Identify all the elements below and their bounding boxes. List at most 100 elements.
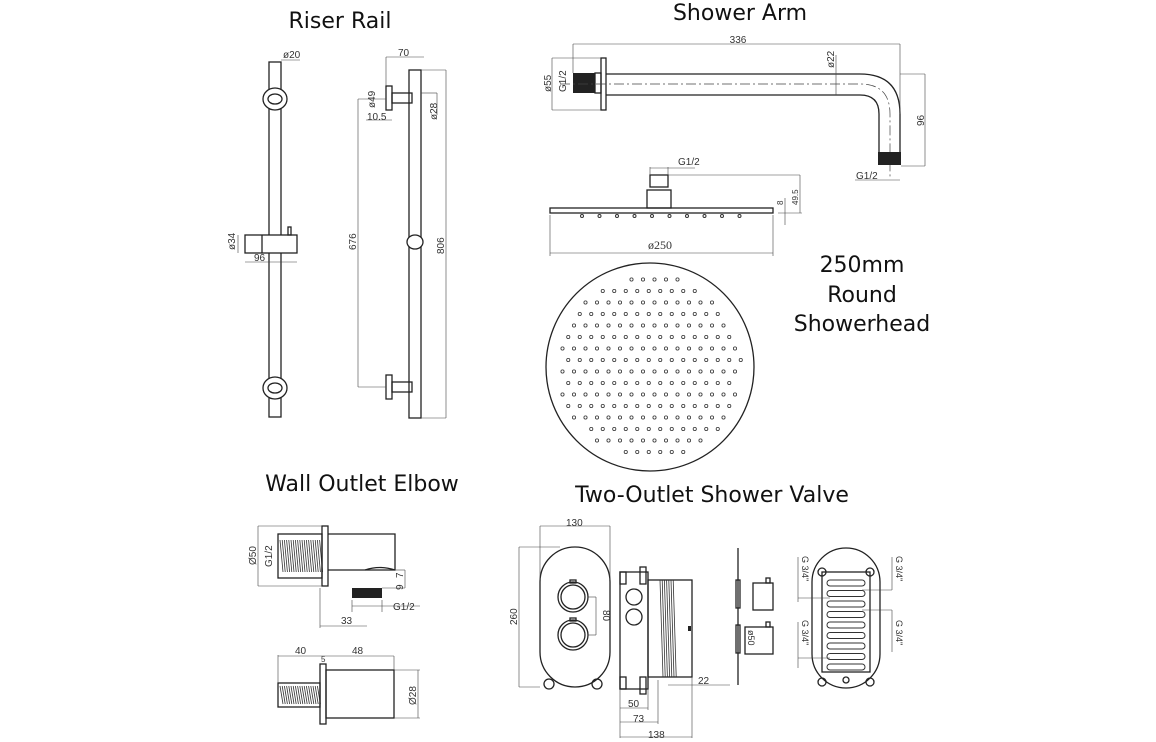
valve-side-body	[619, 566, 730, 738]
nozzle-dot	[675, 346, 680, 351]
nozzle-dot	[595, 438, 600, 443]
nozzle-dot	[595, 415, 600, 420]
thread-line	[292, 539, 297, 573]
slot	[826, 653, 866, 660]
nozzle-dot	[635, 334, 640, 339]
nozzle-dot	[727, 357, 732, 362]
nozzle-dot	[675, 438, 680, 443]
nozzle-dot	[733, 369, 738, 374]
nozzle-dot	[612, 426, 617, 431]
nozzle-dot	[721, 415, 726, 420]
nozzle-dot	[687, 323, 692, 328]
nozzle-dot	[623, 357, 628, 362]
nozzle-dot	[583, 369, 588, 374]
nozzle-dot	[669, 380, 674, 385]
valve-g34-top-right: G 3/4"	[894, 556, 904, 581]
nozzle-dot	[635, 449, 640, 454]
nozzle-dot	[606, 438, 611, 443]
thread-line	[310, 539, 315, 573]
nozzle-dot	[681, 426, 686, 431]
nozzle-dot	[687, 346, 692, 351]
nozzle-dot	[698, 346, 703, 351]
thread-line	[288, 685, 293, 705]
nozzle-dot	[704, 311, 709, 316]
nozzle-dot	[577, 380, 582, 385]
title-showerhead-2: Round	[827, 283, 897, 308]
nozzle-dot	[635, 288, 640, 293]
head-g12: G1/2	[678, 157, 700, 168]
nozzle-dot	[698, 323, 703, 328]
arm-d55: ø55	[543, 74, 554, 92]
valve-g34-bottom-left: G 3/4"	[800, 620, 810, 645]
nozzle-dot	[704, 357, 709, 362]
nozzle-dot	[704, 426, 709, 431]
nozzle-dot	[606, 300, 611, 305]
thread-line	[668, 579, 673, 678]
nozzle-dot	[606, 392, 611, 397]
nozzle-dot	[623, 311, 628, 316]
riser-d20: ø20	[283, 50, 301, 61]
nozzle-dot	[612, 380, 617, 385]
nozzle-dot	[646, 357, 651, 362]
nozzle-dot	[646, 334, 651, 339]
nozzle-dot	[612, 311, 617, 316]
nozzle-dot	[721, 323, 726, 328]
nozzle-dot	[566, 357, 571, 362]
nozzle-dot	[618, 438, 623, 443]
thread-line	[308, 539, 312, 573]
nozzle-dot	[667, 214, 672, 218]
nozzle-dot	[681, 357, 686, 362]
slot	[826, 642, 866, 650]
nozzle-dot	[687, 392, 692, 397]
nozzle-dot	[652, 300, 657, 305]
nozzle-dot	[646, 380, 651, 385]
thread-line	[281, 685, 286, 705]
nozzle-dot	[618, 346, 623, 351]
nozzle-dot	[641, 346, 646, 351]
nozzle-dot	[646, 403, 651, 408]
nozzle-dot	[664, 415, 669, 420]
nozzle-dot	[583, 392, 588, 397]
nozzle-dot	[698, 369, 703, 374]
thread-line	[295, 539, 299, 573]
nozzle-dot	[629, 369, 634, 374]
thread-line	[314, 685, 319, 705]
nozzle-dot	[652, 323, 657, 328]
nozzle-dot	[595, 369, 600, 374]
thread-line	[297, 539, 301, 573]
nozzle-dot	[681, 449, 686, 454]
title-showerhead-3: Showerhead	[794, 312, 930, 337]
thread-line	[286, 685, 290, 705]
nozzle-dot	[623, 380, 628, 385]
wall-outlet-bottom	[277, 655, 420, 725]
riser-h806: 806	[436, 237, 447, 254]
thread-line	[295, 685, 299, 705]
nozzle-dot	[698, 438, 703, 443]
nozzle-dot	[710, 300, 715, 305]
title-showerhead-1: 250mm	[820, 253, 905, 278]
thread-line	[306, 685, 310, 705]
valve-front-plate	[518, 525, 611, 690]
nozzle-dot	[629, 346, 634, 351]
nozzle-dot	[720, 214, 724, 218]
nozzle-dot	[635, 403, 640, 408]
thread-line	[286, 539, 290, 573]
title-shower-arm: Shower Arm	[673, 1, 807, 26]
nozzle-dot	[658, 403, 663, 408]
slot	[826, 590, 866, 597]
nozzle-dot	[675, 277, 680, 282]
thread-line	[659, 579, 664, 678]
thread-line	[310, 685, 315, 705]
nozzle-dot	[669, 334, 674, 339]
nozzle-dot	[669, 426, 674, 431]
nozzle-dot	[589, 311, 594, 316]
nozzle-dot	[577, 311, 582, 316]
nozzle-dot	[733, 346, 738, 351]
nozzle-dot	[692, 426, 697, 431]
thread-line	[290, 539, 295, 573]
arm-l336: 336	[730, 35, 747, 46]
nozzle-dot	[560, 392, 565, 397]
nozzle-dot	[664, 438, 669, 443]
wall-outlet-top	[257, 525, 420, 628]
nozzle-dot	[652, 392, 657, 397]
